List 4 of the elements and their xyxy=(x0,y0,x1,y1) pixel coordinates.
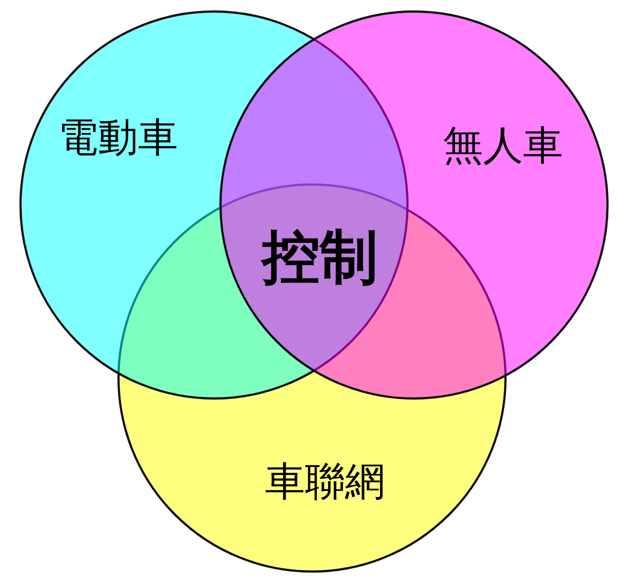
intersection-label: 控制 xyxy=(262,226,378,290)
set-label: 電動車 xyxy=(58,116,178,160)
set-label: 車聯網 xyxy=(265,460,385,504)
set-label: 無人車 xyxy=(443,124,563,168)
